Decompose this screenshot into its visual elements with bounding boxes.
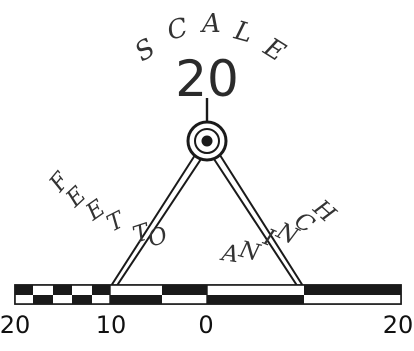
tick-label-left-20: 20 bbox=[0, 311, 30, 339]
tick-label-10: 10 bbox=[96, 311, 127, 339]
drafting-compass-icon bbox=[111, 98, 303, 287]
caption-left-letter: O bbox=[145, 222, 171, 253]
caption-right-letter: A bbox=[218, 240, 240, 268]
scale-letter-l: L bbox=[230, 16, 255, 50]
scale-letter-s: S bbox=[130, 33, 161, 68]
scale-letter-a: A bbox=[200, 9, 221, 39]
graphic-scale-bar bbox=[15, 285, 401, 304]
tick-label-0: 0 bbox=[198, 311, 213, 339]
scale-bar-segment bbox=[207, 285, 401, 304]
scale-letter-c: C bbox=[164, 13, 191, 47]
scale-tick-labels: 20 10 0 20 bbox=[0, 311, 413, 339]
scale-letter-e: E bbox=[257, 32, 290, 68]
caption-right-letter: N bbox=[236, 236, 264, 267]
tick-label-right-20: 20 bbox=[383, 311, 414, 339]
caption-left: F E E T T O bbox=[44, 167, 171, 253]
scale-bar-subdivisions bbox=[15, 285, 110, 304]
caption-left-letter: T bbox=[103, 206, 130, 237]
scale-bar-segment bbox=[110, 285, 207, 304]
